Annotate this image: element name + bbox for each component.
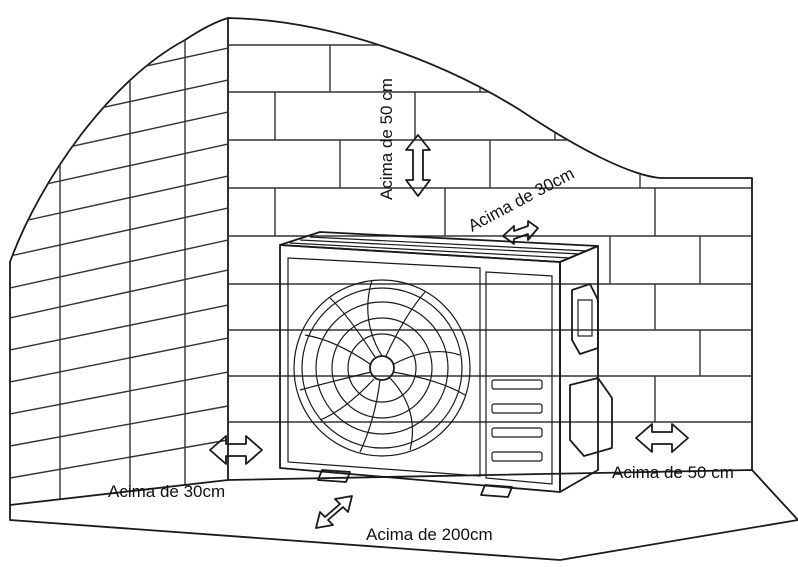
arrow-right (635, 423, 689, 453)
valve-cover (569, 283, 613, 457)
label-rear-clearance: Acima de 30cm (465, 164, 577, 236)
outdoor-unit (279, 231, 613, 498)
label-front-clearance: Acima de 200cm (366, 525, 493, 544)
label-right-clearance: Acima de 50 cm (612, 463, 734, 482)
label-top-clearance: Acima de 50 cm (377, 78, 396, 200)
arrow-rear (502, 220, 539, 245)
arrow-front (315, 495, 353, 529)
label-left-clearance: Acima de 30cm (108, 482, 225, 501)
left-wall-bricks (10, 30, 228, 505)
fan-grille (293, 279, 471, 457)
arrow-top (405, 134, 431, 197)
back-wall-bricks (228, 44, 752, 423)
arrow-left (209, 435, 263, 465)
floor (9, 469, 798, 561)
vent-slots (491, 379, 543, 462)
wall-outline (9, 17, 753, 506)
unit-feet (317, 469, 513, 498)
